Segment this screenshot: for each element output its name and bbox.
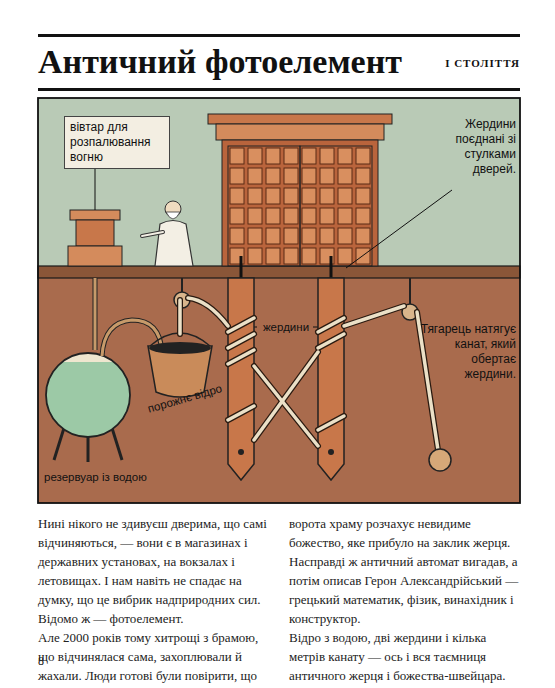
priest — [142, 201, 193, 266]
sky — [38, 98, 520, 268]
rope — [344, 306, 404, 326]
rope — [188, 298, 228, 326]
altar-pipe — [93, 278, 98, 350]
door-frame — [222, 140, 378, 266]
illustration-frame — [38, 98, 520, 503]
rope — [318, 334, 344, 348]
leader-line — [346, 190, 452, 268]
robe — [155, 221, 193, 267]
door-rod — [330, 256, 333, 280]
tank-leg — [87, 436, 90, 462]
rope — [188, 298, 228, 326]
beard — [166, 212, 180, 219]
title-rule — [38, 88, 520, 91]
tank-outline — [46, 353, 130, 437]
rope — [318, 416, 344, 430]
arm — [142, 232, 163, 236]
rope — [344, 306, 404, 326]
callout-label: жердини — [258, 320, 314, 334]
body-paragraph: Нині нікого не здивуєш дверима, що самі … — [38, 514, 269, 628]
rope — [228, 318, 254, 332]
page-title: Античний фотоелемент — [38, 40, 402, 84]
lintel — [216, 124, 384, 140]
rope — [254, 352, 318, 440]
rope — [228, 350, 254, 364]
callout-label: Тягарець натягує канат, який обертає жер… — [418, 322, 516, 382]
rope — [228, 334, 254, 348]
rope — [318, 416, 344, 430]
tank-leg — [54, 428, 64, 460]
altar-top — [70, 210, 120, 220]
top-rule — [38, 34, 520, 37]
rope-outline — [180, 298, 438, 450]
rope-core — [180, 298, 438, 450]
pole-pivot — [328, 449, 334, 455]
tank-leg — [112, 428, 122, 460]
rope — [178, 300, 182, 334]
leader-line — [95, 168, 96, 210]
ground — [38, 278, 520, 503]
callout-label: резервуар із водою — [44, 470, 174, 484]
rope — [228, 406, 254, 420]
body-paragraph: Відро з водою, дві жердини і кілька метр… — [289, 628, 520, 685]
callout-label: Жердини поєднані зі стулками дверей. — [424, 117, 516, 177]
rope — [228, 318, 254, 332]
pole — [228, 278, 254, 480]
rope — [177, 300, 183, 334]
door-leaf — [300, 146, 372, 266]
rope — [254, 366, 318, 446]
body-paragraph: Насправді ж античний автомат вигадав, а … — [289, 552, 520, 628]
altar-base — [68, 246, 122, 266]
entablature — [208, 114, 392, 124]
door-leaf — [228, 146, 300, 266]
rope — [228, 350, 254, 364]
rope — [318, 318, 344, 332]
body-text: Нині нікого не здивуєш дверима, що самі … — [38, 514, 520, 685]
rope — [254, 366, 318, 446]
floor-slab — [38, 266, 520, 278]
door-rod — [240, 256, 243, 280]
pole-pivot — [238, 449, 244, 455]
altar-pipe — [94, 278, 97, 350]
counterweight — [429, 449, 451, 471]
rope — [228, 406, 254, 420]
arm — [142, 232, 163, 236]
callout-label: вівтар для розпалювання вогню — [64, 116, 170, 169]
bucket-opening — [149, 342, 211, 354]
pole — [318, 278, 344, 480]
rope — [228, 334, 254, 348]
rope — [318, 318, 344, 332]
era-label: І СТОЛІТТЯ — [400, 56, 520, 70]
rope — [254, 352, 318, 440]
rope — [318, 334, 344, 348]
altar-body — [76, 220, 114, 246]
